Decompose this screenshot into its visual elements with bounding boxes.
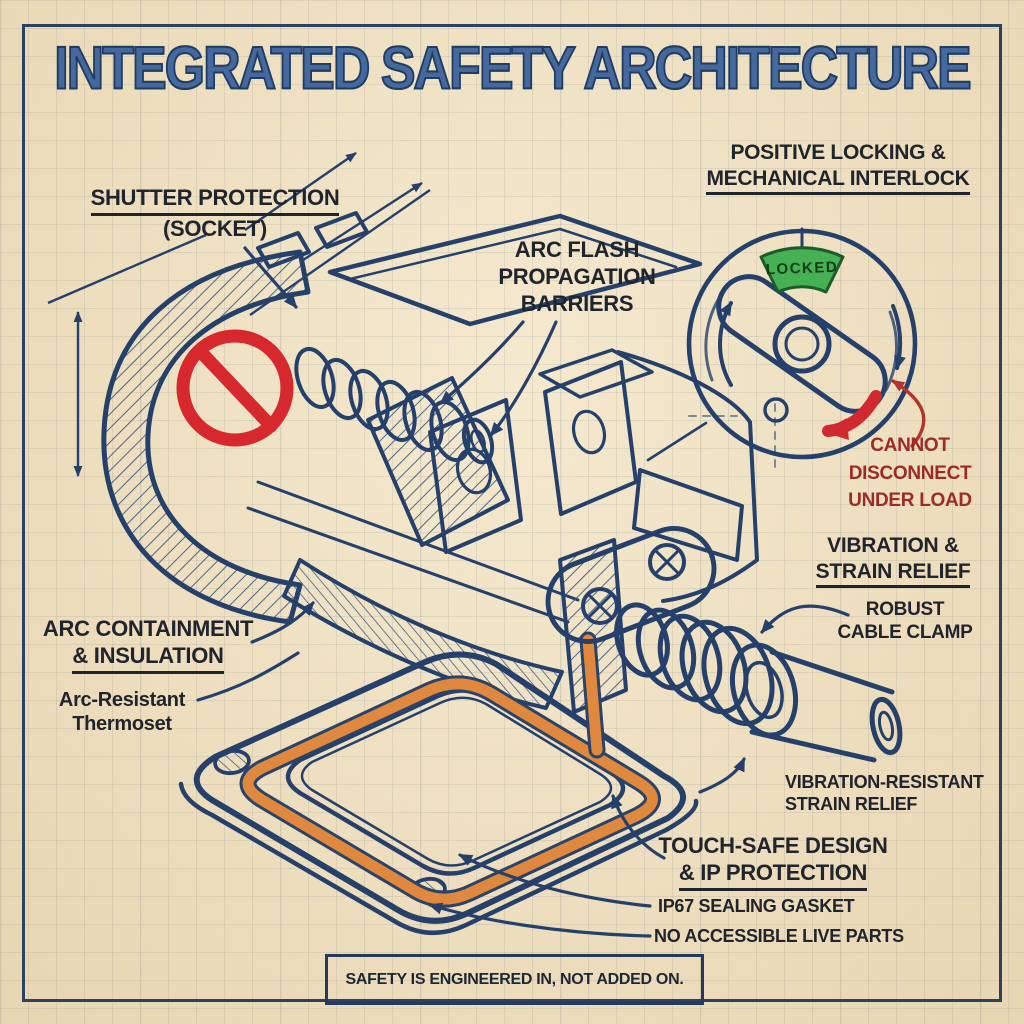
right-cut-wall bbox=[558, 538, 628, 714]
label-no-live-parts: NO ACCESSIBLE LIVE PARTS bbox=[654, 926, 904, 946]
page-title: INTEGRATED SAFETY ARCHITECTURE bbox=[53, 34, 972, 103]
label-shutter-protection: SHUTTER PROTECTION (SOCKET) bbox=[90, 185, 340, 241]
cannot-disconnect-leader bbox=[891, 379, 926, 448]
label-positive-locking: POSITIVE LOCKING & MECHANICAL INTERLOCK bbox=[663, 140, 1013, 196]
blocked-rotation-arrow-icon bbox=[822, 390, 882, 440]
clamp-screw bbox=[648, 543, 686, 581]
footer-banner-text: SAFETY IS ENGINEERED IN, NOT ADDED ON. bbox=[345, 970, 684, 988]
dimension-lines bbox=[47, 152, 431, 477]
sealing-gasket bbox=[239, 631, 661, 908]
label-vibration-strain-relief: VIBRATION & STRAIN RELIEF bbox=[768, 533, 1018, 589]
footer-banner: SAFETY IS ENGINEERED IN, NOT ADDED ON. bbox=[325, 954, 704, 1005]
label-touch-safe-design: TOUCH-SAFE DESIGN & IP PROTECTION bbox=[648, 833, 898, 891]
label-arc-containment: ARC CONTAINMENT & INSULATION bbox=[23, 616, 273, 674]
label-cannot-disconnect: CANNOT DISCONNECT UNDER LOAD bbox=[848, 435, 972, 512]
interlock-dial-detail bbox=[646, 227, 926, 473]
locked-badge-label: LOCKED bbox=[765, 258, 839, 279]
clamp-screw bbox=[581, 587, 619, 625]
shell-bottom-rim bbox=[282, 558, 564, 710]
cable bbox=[749, 649, 903, 763]
no-disconnect-prohibition-icon bbox=[176, 329, 294, 447]
locked-badge bbox=[759, 246, 845, 294]
connector-body-sketch bbox=[101, 211, 903, 936]
cable-clamp-bracket bbox=[545, 526, 717, 644]
contact-spring bbox=[294, 346, 495, 465]
label-ip67-gasket: IP67 SEALING GASKET bbox=[658, 896, 855, 916]
label-robust-cable-clamp: ROBUST CABLE CLAMP bbox=[837, 599, 973, 644]
leader-arrows bbox=[196, 246, 850, 938]
cable-gland bbox=[614, 468, 799, 738]
label-arc-resistant-thermoset: Arc-Resistant Thermoset bbox=[58, 689, 186, 736]
label-vibration-resistant-strain-relief: VIBRATION-RESISTANT STRAIN RELIEF bbox=[785, 772, 984, 814]
label-arc-flash-barriers: ARC FLASH PROPAGATION BARRIERS bbox=[498, 237, 656, 316]
